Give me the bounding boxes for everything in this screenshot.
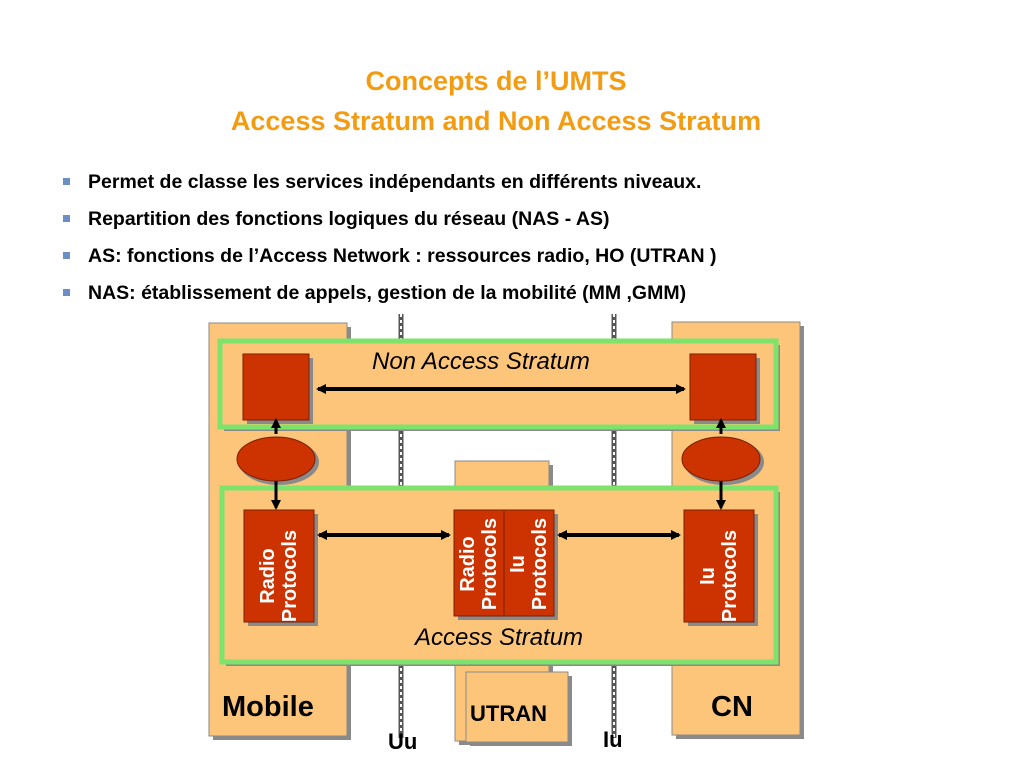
utran-iu-protocols-label: Iu Protocols <box>507 509 551 619</box>
bullet-square-icon <box>63 252 70 259</box>
bullet-square-icon <box>63 289 70 296</box>
bullet-square-icon <box>63 178 70 185</box>
cn-sap-ellipse <box>681 436 764 485</box>
mobile-radio-protocols-label: Radio Protocols <box>257 521 301 631</box>
nas-label: Non Access Stratum <box>372 348 590 375</box>
uu-interface-label: Uu <box>388 729 418 754</box>
utran-iu-block <box>503 509 558 620</box>
block-label-line: Iu <box>507 555 529 573</box>
nas-cn-block <box>689 353 760 424</box>
nas-mobile-block <box>242 353 313 424</box>
block-label-line: Protocols <box>529 517 551 611</box>
as-label: Access Stratum <box>415 624 584 651</box>
bullet-text: AS: fonctions de l’Access Network : ress… <box>88 245 717 267</box>
bullet-item: Permet de classe les services indépendan… <box>62 164 716 201</box>
bullet-item: NAS: établissement de appels, gestion de… <box>62 275 716 312</box>
bullet-square-icon <box>63 215 70 222</box>
block-label-line: Protocols <box>479 517 501 611</box>
bullet-text: Repartition des fonctions logiques du ré… <box>88 208 610 230</box>
utran-label-box <box>465 671 572 746</box>
mobile-sap-ellipse <box>236 436 319 485</box>
block-label-line: Protocols <box>279 529 301 623</box>
block-label-line: Protocols <box>719 529 741 623</box>
cn-label: CN <box>711 691 753 723</box>
bullet-text: NAS: établissement de appels, gestion de… <box>88 282 687 304</box>
bullet-text: Permet de classe les services indépendan… <box>88 171 702 193</box>
block-label-line: Radio <box>457 536 479 592</box>
slide-title-line1: Concepts de l’UMTS <box>365 66 627 96</box>
bullet-list: Permet de classe les services indépendan… <box>62 164 716 312</box>
slide-title-line2: Access Stratum and Non Access Stratum <box>230 106 762 136</box>
utran-radio-protocols-label: Radio Protocols <box>457 509 501 619</box>
bullet-item: AS: fonctions de l’Access Network : ress… <box>62 238 716 275</box>
cn-iu-block <box>683 509 758 626</box>
utran-label: UTRAN <box>470 701 547 726</box>
block-label-line: Iu <box>697 567 719 585</box>
mobile-radio-block <box>243 509 318 626</box>
iu-interface-label: Iu <box>603 727 623 752</box>
block-label-line: Radio <box>257 548 279 604</box>
bullet-item: Repartition des fonctions logiques du ré… <box>62 201 716 238</box>
cn-iu-protocols-label: Iu Protocols <box>697 521 741 631</box>
mobile-label: Mobile <box>222 691 314 723</box>
